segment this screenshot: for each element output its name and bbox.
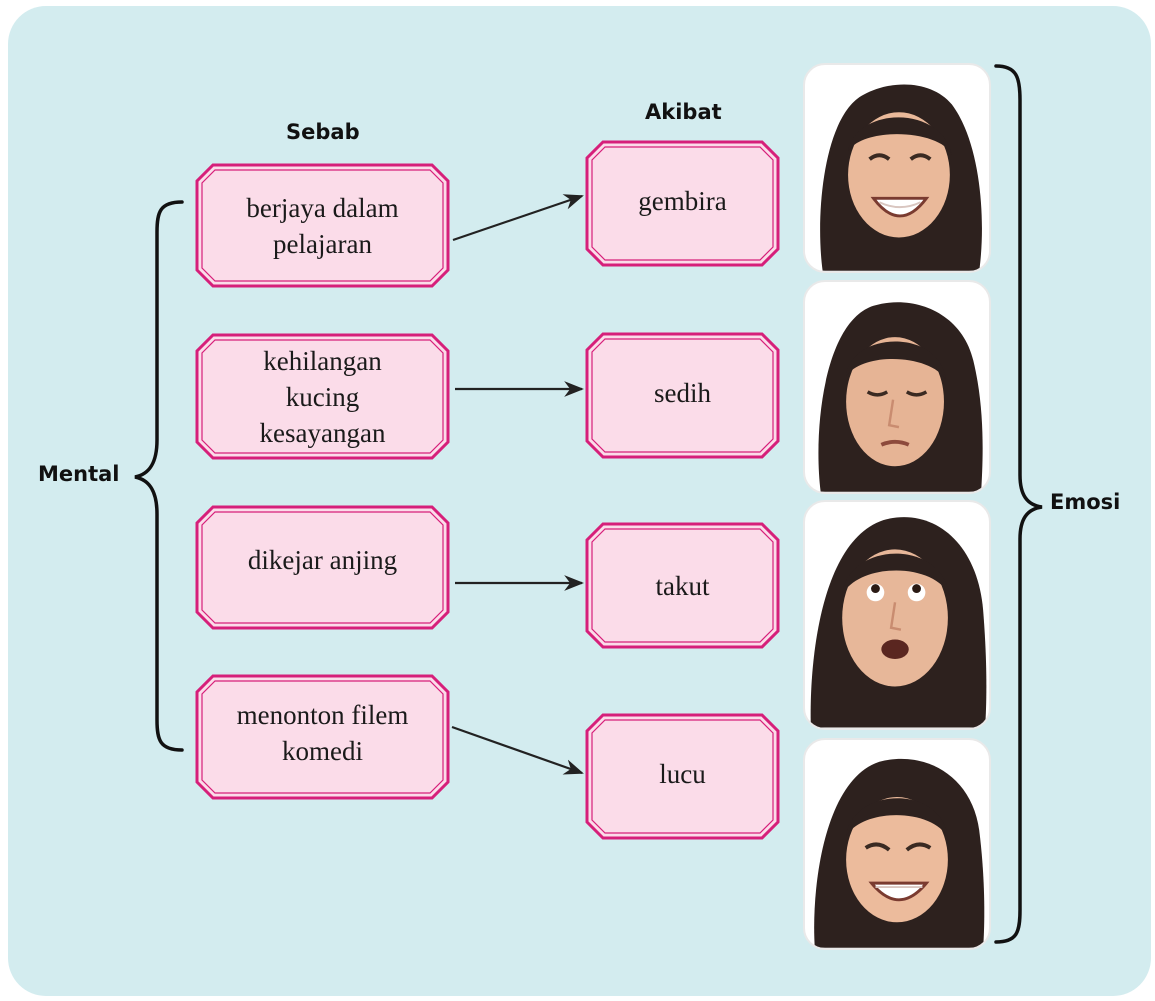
effect-box-1: gembira	[587, 142, 778, 265]
mental-label: Mental	[38, 462, 120, 486]
sad-face-photo	[803, 280, 991, 494]
effect-heading: Akibat	[645, 100, 722, 124]
arrow-1	[452, 194, 584, 242]
scared-face-photo	[803, 500, 991, 730]
effect-text-1: gembira	[638, 185, 727, 216]
scared-face-illustration	[810, 517, 987, 728]
effect-box-frame-1	[585, 140, 780, 267]
happy-face-photo	[803, 63, 991, 273]
cause-box-4: menonton filem komedi	[197, 676, 448, 798]
emotion-label: Emosi	[1050, 490, 1121, 514]
cause-text-3: dikejar anjing	[247, 544, 398, 575]
happy-face-illustration	[820, 84, 982, 271]
effect-box-frames	[585, 140, 780, 840]
effect-box-frame-4	[585, 713, 780, 840]
effect-box-frame-2	[585, 332, 780, 459]
effect-box-2: sedih	[587, 334, 778, 457]
effect-box-frame-3	[585, 522, 780, 649]
cause-text-1: berjaya dalam pelajaran	[246, 192, 399, 259]
laughing-face-photo	[803, 738, 991, 950]
cause-box-1: berjaya dalam pelajaran	[197, 165, 448, 286]
cause-box-frames	[195, 163, 450, 800]
cause-text-4: menonton filem komedi	[236, 700, 409, 766]
arrow-4	[451, 725, 584, 775]
cause-box-3: dikejar anjing	[197, 507, 448, 628]
cause-box-frame-4	[195, 674, 450, 800]
effect-box-3: takut	[587, 524, 778, 647]
emotion-brace	[994, 64, 1043, 944]
cause-heading: Sebab	[286, 120, 360, 144]
laughing-face-illustration	[814, 758, 985, 948]
mental-brace	[134, 200, 184, 752]
effect-text-4: lucu	[659, 758, 706, 789]
effect-box-4: lucu	[587, 715, 778, 838]
effect-text-2: sedih	[654, 377, 711, 408]
cause-box-frame-2	[195, 333, 450, 460]
cause-box-frame-3	[195, 505, 450, 630]
sad-face-illustration	[818, 302, 983, 492]
cause-text-2: kehilangan kucing kesayangan	[259, 345, 386, 448]
cause-box-2: kehilangan kucing kesayangan	[197, 335, 448, 458]
effect-text-3: takut	[655, 570, 710, 601]
cause-box-frame-1	[195, 163, 450, 288]
